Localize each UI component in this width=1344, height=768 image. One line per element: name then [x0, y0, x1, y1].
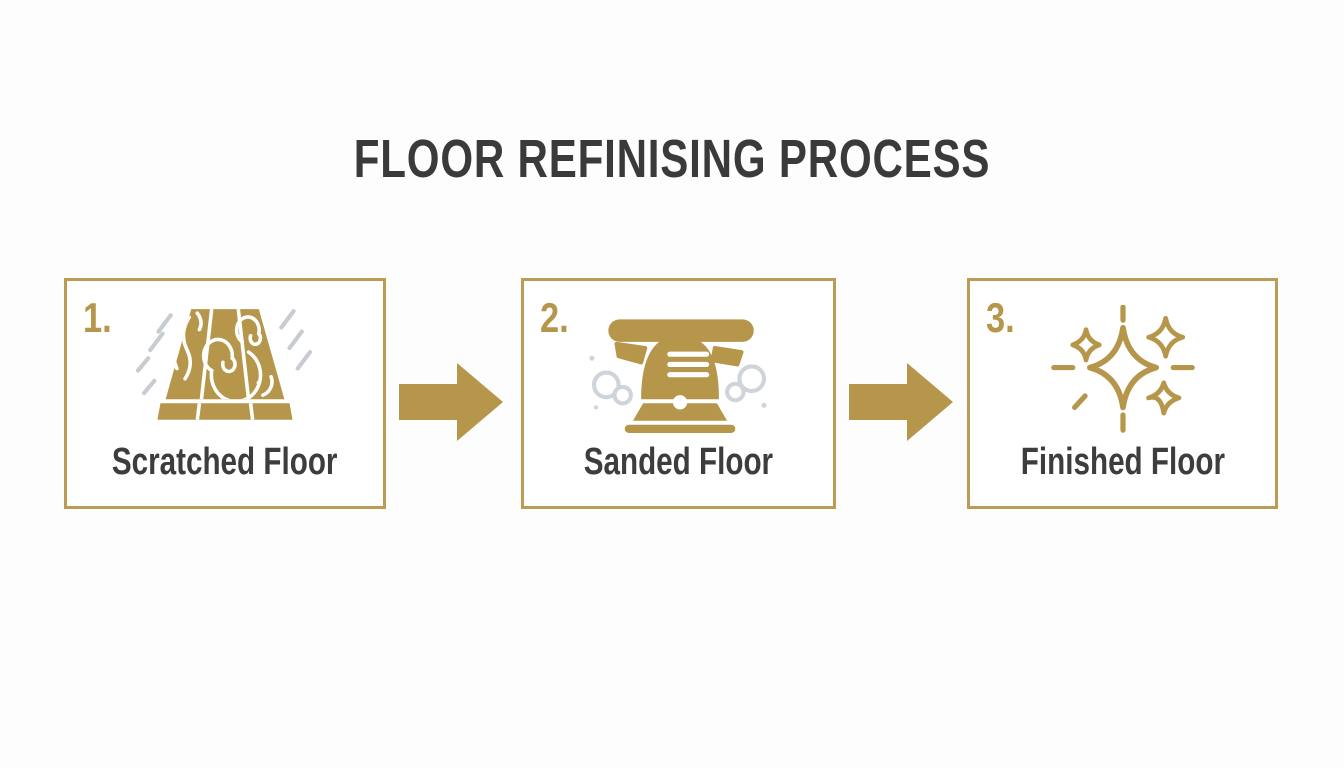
step-number: 3. — [986, 294, 1015, 341]
step-box-sanded-floor: 2. — [521, 278, 836, 509]
step-number: 2. — [540, 294, 569, 341]
page-title: FLOOR REFINISING PROCESS — [0, 128, 1344, 190]
step-box-scratched-floor: 1. — [64, 278, 386, 509]
step-label: Sanded Floor — [583, 441, 774, 483]
step-label: Scratched Floor — [112, 441, 338, 483]
step-box-finished-floor: 3. Finishe — [967, 278, 1278, 509]
step-number: 1. — [83, 294, 112, 341]
page-title-text: FLOOR REFINISING PROCESS — [353, 129, 991, 189]
floor-sander-icon — [524, 305, 833, 433]
scratched-floor-icon — [67, 305, 383, 433]
arrow-right-icon — [399, 363, 503, 441]
arrow-right-icon — [849, 363, 953, 441]
sparkle-shine-icon — [970, 305, 1275, 433]
step-label: Finished Floor — [1020, 441, 1225, 483]
